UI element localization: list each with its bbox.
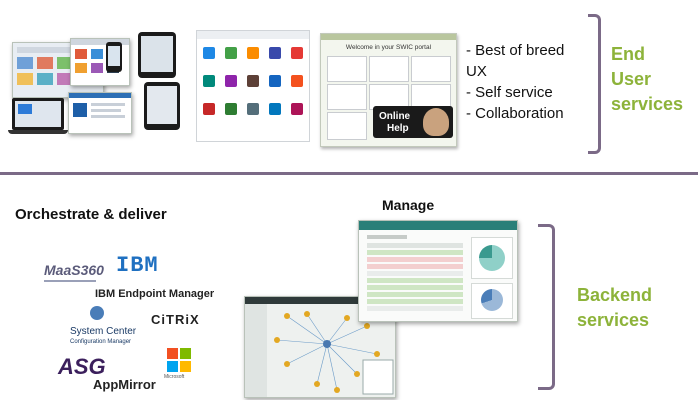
backend-label-line-2: services bbox=[577, 310, 650, 330]
online-help-line-1: Online bbox=[379, 111, 411, 122]
app-catalog-screenshot bbox=[196, 30, 310, 142]
topology-graph bbox=[274, 311, 394, 395]
end-user-label-line-1: End bbox=[611, 44, 645, 64]
portal-title: Welcome in your SWIC portal bbox=[345, 44, 432, 51]
bullet-ux: UX bbox=[466, 63, 487, 80]
system-center-logo: System Center Configuration Manager bbox=[70, 306, 150, 350]
network-topology-screenshot bbox=[244, 296, 396, 398]
microsoft-logo: Microsoft bbox=[164, 348, 192, 380]
phone-device bbox=[106, 42, 122, 72]
manage-heading: Manage bbox=[382, 197, 435, 213]
end-user-brace bbox=[588, 14, 601, 154]
online-help-badge: Online Help bbox=[373, 106, 453, 138]
laptop-device bbox=[12, 98, 64, 130]
bullet-best-of-breed: - Best of breed bbox=[466, 42, 565, 59]
appmirror-logo: AppMirror bbox=[93, 377, 156, 392]
devices-montage bbox=[8, 30, 190, 135]
online-help-line-2: Help bbox=[387, 123, 409, 134]
citrix-logo: CiTRiX bbox=[151, 312, 200, 327]
ibm-endpoint-manager-logo: IBM Endpoint Manager bbox=[95, 288, 215, 300]
end-user-bullets: - Best of breed UX - Self service - Coll… bbox=[466, 40, 564, 124]
end-user-label-line-3: services bbox=[611, 94, 684, 114]
ibm-logo: IBM bbox=[116, 253, 159, 278]
swic-portal-screenshot: Welcome in your SWIC portal Online Help bbox=[320, 33, 457, 147]
section-divider bbox=[0, 172, 698, 175]
email-window bbox=[68, 92, 132, 134]
tablet-device-2 bbox=[144, 82, 180, 130]
support-agent-avatar bbox=[423, 108, 449, 136]
orchestrate-deliver-heading: Orchestrate & deliver bbox=[15, 206, 167, 223]
microsoft-squares-icon bbox=[167, 348, 191, 372]
end-user-label-line-2: User bbox=[611, 69, 652, 89]
bullet-collaboration: - Collaboration bbox=[466, 105, 564, 122]
dashboard-pie-chart-1 bbox=[471, 237, 513, 279]
system-center-icon bbox=[90, 306, 104, 320]
laptop-base bbox=[8, 130, 68, 134]
backend-label-line-1: Backend bbox=[577, 285, 653, 305]
backend-brace bbox=[538, 224, 555, 390]
tablet-device-1 bbox=[138, 32, 176, 78]
dashboard-pie-chart-2 bbox=[471, 283, 513, 319]
maas360-logo: MaaS360 bbox=[44, 262, 104, 282]
bullet-self-service: - Self service bbox=[466, 84, 553, 101]
asg-logo: ASG bbox=[58, 354, 106, 379]
dashboard-table bbox=[367, 243, 463, 317]
end-user-services-label: End User services bbox=[611, 42, 683, 117]
backend-services-label: Backend services bbox=[577, 283, 652, 333]
manage-dashboard-screenshot bbox=[358, 220, 518, 322]
